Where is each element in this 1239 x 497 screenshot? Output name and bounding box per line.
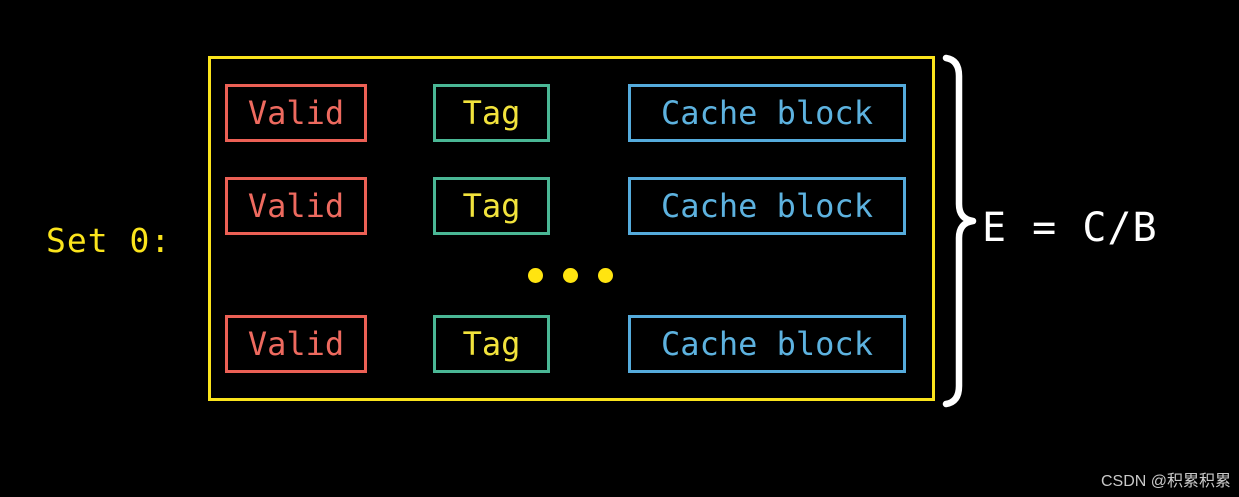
- cache-line-row: Valid Tag Cache block: [211, 177, 932, 235]
- cache-block-box: Cache block: [628, 177, 906, 235]
- ellipsis-dot: [598, 268, 613, 283]
- valid-bit-box: Valid: [225, 315, 367, 373]
- valid-bit-box: Valid: [225, 84, 367, 142]
- cache-block-box: Cache block: [628, 315, 906, 373]
- tag-box: Tag: [433, 177, 550, 235]
- ellipsis-dot: [528, 268, 543, 283]
- set-outline-box: Valid Tag Cache block Valid Tag Cache bl…: [208, 56, 935, 401]
- ellipsis-dot: [563, 268, 578, 283]
- curly-brace-icon: [942, 54, 977, 408]
- tag-box: Tag: [433, 315, 550, 373]
- valid-bit-box: Valid: [225, 177, 367, 235]
- set-label: Set 0:: [46, 221, 172, 260]
- ellipsis-dots: [528, 268, 613, 283]
- cache-line-row: Valid Tag Cache block: [211, 84, 932, 142]
- cache-block-box: Cache block: [628, 84, 906, 142]
- associativity-formula: E = C/B: [982, 205, 1158, 251]
- tag-box: Tag: [433, 84, 550, 142]
- cache-line-row: Valid Tag Cache block: [211, 315, 932, 373]
- csdn-watermark: CSDN @积累积累: [1100, 473, 1231, 490]
